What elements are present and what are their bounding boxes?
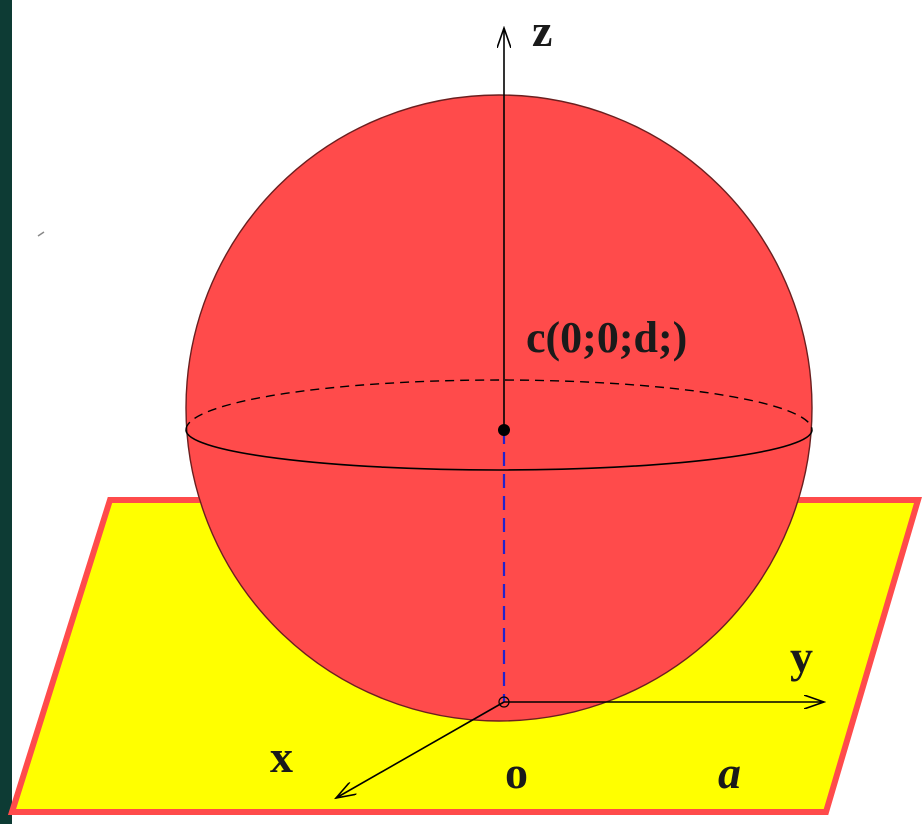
stray-mark <box>37 231 45 237</box>
y-axis-label: y <box>790 631 813 682</box>
x-axis <box>336 701 505 798</box>
center-point <box>498 424 510 436</box>
origin-label: o <box>505 747 528 798</box>
origin-point <box>498 696 510 708</box>
x-axis-label: x <box>270 731 293 782</box>
sphere <box>185 94 813 722</box>
equator-back-dashed <box>185 379 813 431</box>
center-label: c(0;0;d;) <box>526 313 687 362</box>
z-axis-label: z <box>532 5 552 56</box>
equator-front <box>185 429 813 471</box>
left-edge-strip <box>0 0 12 824</box>
plane-label: a <box>718 747 741 798</box>
